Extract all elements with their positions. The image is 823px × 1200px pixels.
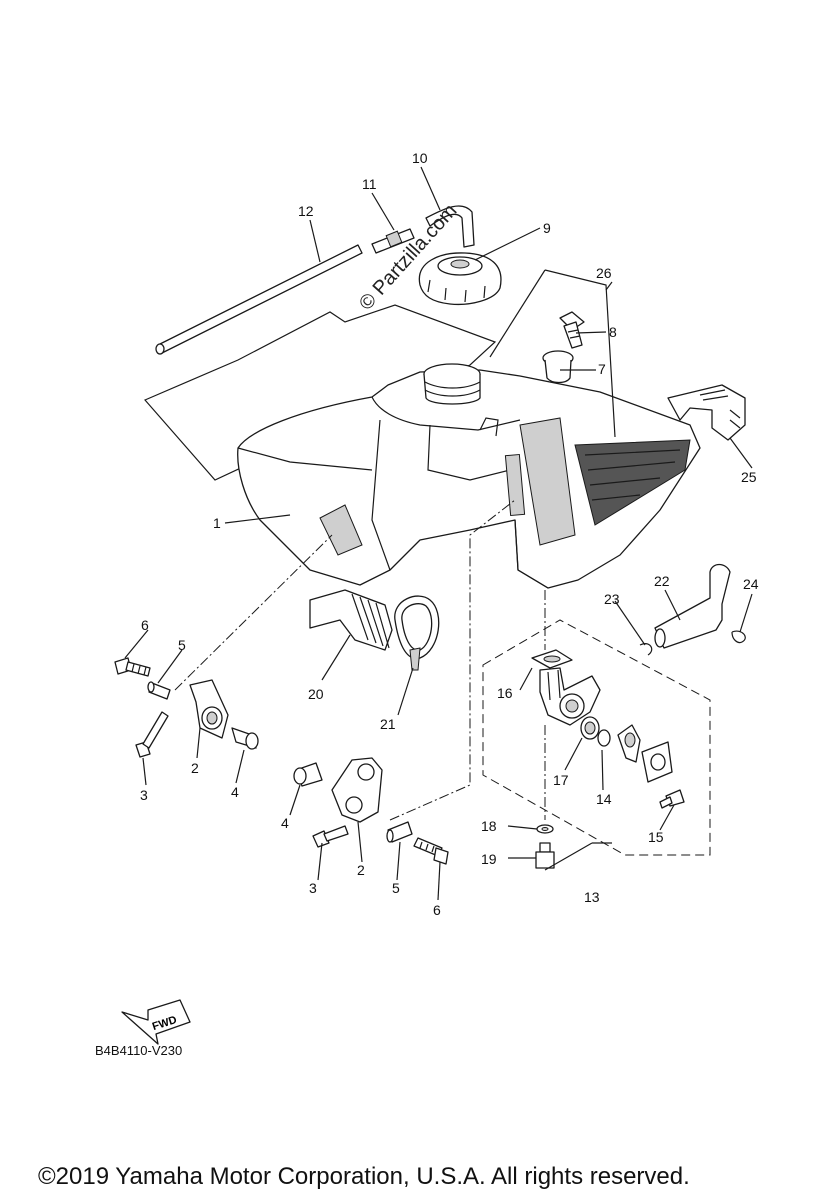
part-6-bolt-right[interactable] bbox=[413, 837, 449, 865]
callout-11: 11 bbox=[362, 176, 377, 192]
callout-5-right: 5 bbox=[392, 880, 400, 896]
part-25-guard[interactable] bbox=[667, 384, 746, 441]
callout-15: 15 bbox=[648, 829, 664, 845]
part-lever[interactable] bbox=[617, 724, 641, 763]
callouts: 1 2 2 3 3 4 4 5 5 6 6 7 8 9 10 11 12 13 … bbox=[140, 150, 759, 918]
callout-7: 7 bbox=[598, 361, 606, 377]
callout-3-left: 3 bbox=[140, 787, 148, 803]
part-10-hose[interactable] bbox=[425, 205, 475, 248]
part-14-o-ring[interactable] bbox=[597, 729, 611, 747]
diagram-code: B4B4110-V230 bbox=[95, 1043, 183, 1058]
assembly-line-right bbox=[389, 499, 516, 821]
callout-18: 18 bbox=[481, 818, 497, 834]
part-13-fuel-cock[interactable] bbox=[539, 667, 601, 726]
part-6-bolt-left[interactable] bbox=[114, 657, 151, 677]
part-15-screw[interactable] bbox=[659, 789, 685, 809]
callout-2-left: 2 bbox=[191, 760, 199, 776]
part-13-fuel-cock-box bbox=[482, 619, 711, 856]
callout-26: 26 bbox=[596, 265, 612, 281]
copyright-text: ©2019 Yamaha Motor Corporation, U.S.A. A… bbox=[38, 1163, 690, 1190]
callout-3-right: 3 bbox=[309, 880, 317, 896]
callout-5-left: 5 bbox=[178, 637, 186, 653]
callout-16: 16 bbox=[497, 685, 513, 701]
callout-13: 13 bbox=[584, 889, 600, 905]
part-11-joint[interactable] bbox=[371, 228, 415, 254]
part-22-fuel-hose[interactable] bbox=[654, 563, 731, 649]
callout-19: 19 bbox=[481, 851, 497, 867]
part-2-bracket-right[interactable] bbox=[331, 757, 383, 823]
callout-22: 22 bbox=[654, 573, 670, 589]
part-plate[interactable] bbox=[641, 741, 673, 783]
part-8-bolt[interactable] bbox=[559, 311, 585, 349]
part-19-screw[interactable] bbox=[535, 842, 555, 869]
callout-24: 24 bbox=[743, 576, 759, 592]
part-4-damper-left[interactable] bbox=[231, 727, 259, 750]
callout-12: 12 bbox=[298, 203, 314, 219]
callout-2-right: 2 bbox=[357, 862, 365, 878]
callout-6-left: 6 bbox=[141, 617, 149, 633]
part-20-damper[interactable] bbox=[309, 589, 393, 651]
callout-4-left: 4 bbox=[231, 784, 239, 800]
callout-23: 23 bbox=[604, 591, 620, 607]
part-26-tank-pad[interactable] bbox=[489, 269, 616, 438]
part-24-clip[interactable] bbox=[731, 630, 746, 644]
callout-14: 14 bbox=[596, 791, 612, 807]
part-18-gasket[interactable] bbox=[536, 824, 554, 834]
callout-25: 25 bbox=[741, 469, 757, 485]
fwd-arrow-icon: FWD bbox=[121, 999, 191, 1045]
part-12-breather-pipe[interactable] bbox=[155, 244, 363, 355]
callout-9: 9 bbox=[543, 220, 551, 236]
callout-6-right: 6 bbox=[433, 902, 441, 918]
leader-lines bbox=[124, 166, 753, 901]
callout-21: 21 bbox=[380, 716, 396, 732]
part-21-band[interactable] bbox=[394, 595, 440, 671]
part-1-fuel-tank[interactable] bbox=[237, 363, 701, 589]
callout-20: 20 bbox=[308, 686, 324, 702]
part-16-gasket[interactable] bbox=[531, 649, 573, 669]
part-3-bolt-left[interactable] bbox=[135, 711, 169, 758]
part-5-collar-right[interactable] bbox=[386, 821, 413, 843]
callout-17: 17 bbox=[553, 772, 569, 788]
part-2-bracket-left[interactable] bbox=[189, 679, 229, 739]
callout-8: 8 bbox=[609, 324, 617, 340]
part-5-collar-left[interactable] bbox=[147, 681, 171, 700]
part-3-bolt-right[interactable] bbox=[312, 825, 349, 848]
part-7-damper[interactable] bbox=[542, 350, 574, 384]
part-4-damper-right[interactable] bbox=[293, 762, 323, 787]
part-23-clip[interactable] bbox=[639, 643, 653, 656]
callout-10: 10 bbox=[412, 150, 428, 166]
callout-1: 1 bbox=[213, 515, 221, 531]
part-17-filter[interactable] bbox=[580, 716, 600, 740]
part-9-fuel-cap[interactable] bbox=[418, 252, 502, 306]
callout-4-right: 4 bbox=[281, 815, 289, 831]
assembly-line-left bbox=[174, 534, 333, 691]
